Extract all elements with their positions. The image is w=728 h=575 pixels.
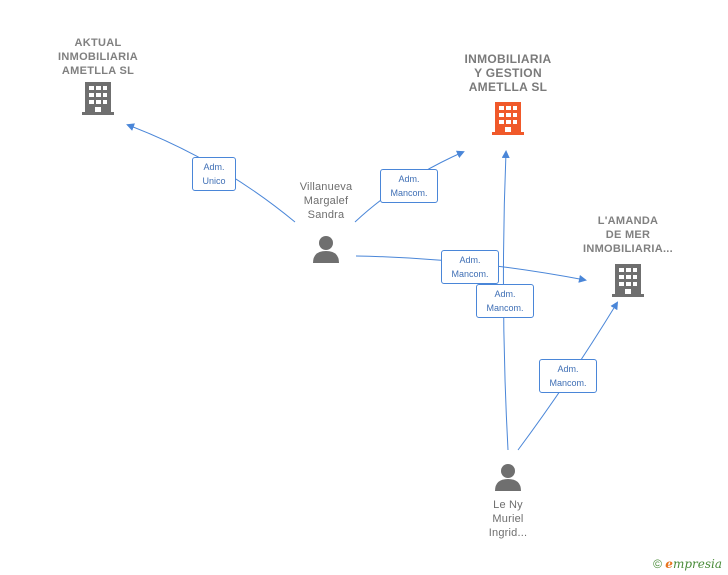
relation-label-adm-mancom-4[interactable]: Adm. Mancom. xyxy=(539,359,597,393)
person-icon xyxy=(495,464,521,491)
relation-label-adm-mancom-3[interactable]: Adm. Mancom. xyxy=(476,284,534,318)
building-icon xyxy=(492,102,524,135)
brand-name: mpresia xyxy=(672,557,722,571)
person-node-leny[interactable]: Le Ny Muriel Ingrid... xyxy=(460,462,556,540)
person-label-villanueva: Villanueva Margalef Sandra xyxy=(299,181,353,221)
person-label-leny: Le Ny Muriel Ingrid... xyxy=(488,499,528,539)
person-node-villanueva[interactable]: Villanueva Margalef Sandra xyxy=(278,180,374,264)
brand-initial: e xyxy=(665,557,673,571)
building-icon xyxy=(82,82,114,115)
relation-label-adm-mancom-2[interactable]: Adm. Mancom. xyxy=(441,250,499,284)
company-node-aktual[interactable]: AKTUAL INMOBILIARIA AMETLLA SL xyxy=(48,36,148,116)
relation-label-adm-mancom-1[interactable]: Adm. Mancom. xyxy=(380,169,438,203)
empresia-logo[interactable]: © empresia xyxy=(653,557,722,571)
relation-label-adm-unico[interactable]: Adm. Unico xyxy=(192,157,236,191)
building-icon xyxy=(612,264,644,297)
person-icon xyxy=(313,236,339,263)
company-node-lamanda[interactable]: L'AMANDA DE MER INMOBILIARIA... xyxy=(576,214,680,298)
company-label-lamanda: L'AMANDA DE MER INMOBILIARIA... xyxy=(582,215,674,255)
company-label-aktual: AKTUAL INMOBILIARIA AMETLLA SL xyxy=(58,37,138,77)
company-node-inmobiliaria-gestion[interactable]: INMOBILIARIA Y GESTION AMETLLA SL xyxy=(448,52,568,136)
company-label-inmobiliaria-gestion: INMOBILIARIA Y GESTION AMETLLA SL xyxy=(464,52,552,94)
copyright-symbol: © xyxy=(653,557,662,571)
